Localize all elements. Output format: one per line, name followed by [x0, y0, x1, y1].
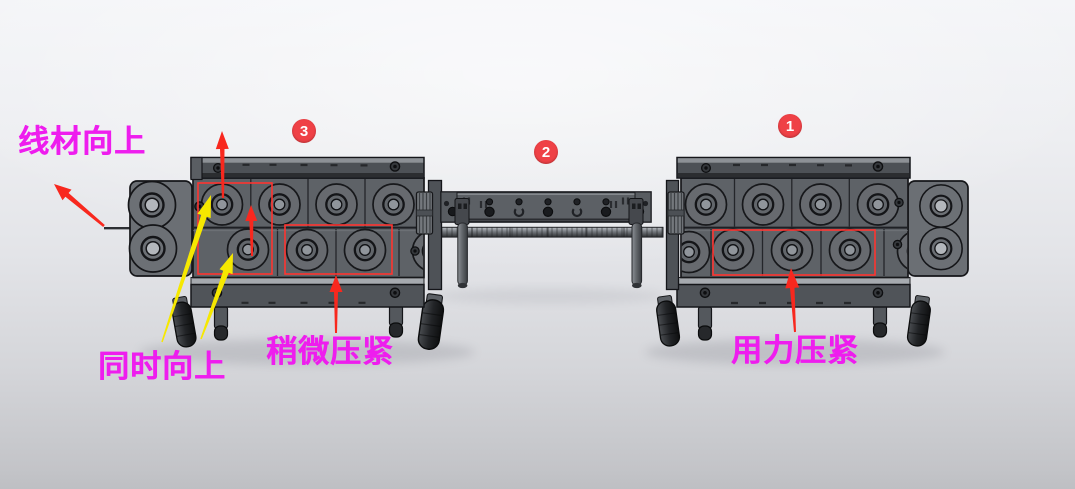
badge-step-2: 2: [534, 140, 558, 164]
yellow-up-arrow-2: [200, 253, 233, 340]
wire-out-arrow: [54, 184, 105, 227]
badge-step-1: 1: [778, 114, 802, 138]
top-rail: [190, 156, 425, 181]
label-press-tight-firmly: 用力压紧: [731, 333, 859, 368]
bottom-roller-up-arrow: [245, 205, 258, 256]
rail-bar: [440, 191, 652, 223]
top-roller-up-arrow: [215, 131, 229, 198]
firm-press-arrow: [785, 268, 800, 333]
yellow-up-arrow-1: [161, 195, 211, 343]
hanging-leg: [631, 222, 643, 289]
highlight-box-left-bottom-rollers: [284, 224, 393, 275]
left-entry-plate: [127, 180, 193, 277]
label-simultaneously-upward: 同时向上: [98, 349, 226, 384]
wire-guide-rail: [415, 179, 685, 291]
roller-block: [680, 177, 909, 279]
highlight-box-right-bottom-rollers: [712, 229, 876, 276]
ground-shadow: [139, 288, 945, 365]
top-rail: [676, 156, 911, 179]
hanging-leg: [457, 222, 468, 289]
label-slightly-press-tight: 稍微压紧: [266, 334, 394, 369]
slight-press-arrow: [329, 275, 343, 333]
badge-step-3: 3: [292, 119, 316, 143]
label-wire-upward: 线材向上: [18, 124, 146, 159]
highlight-box-left-first-roller-pair: [197, 182, 273, 275]
bottom-rail: [190, 277, 425, 308]
rail-holes: [484, 198, 612, 218]
